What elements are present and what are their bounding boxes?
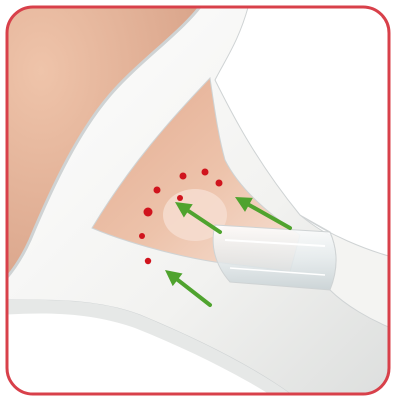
stimulation-dot-icon xyxy=(144,208,153,217)
stimulation-dot-icon xyxy=(177,195,183,201)
stimulation-dot-icon xyxy=(154,187,161,194)
stimulation-dot-icon xyxy=(216,180,223,187)
stimulation-dot-icon xyxy=(202,169,209,176)
funnel-tube xyxy=(213,225,336,290)
stimulation-dot-icon xyxy=(145,258,151,264)
stimulation-dot-icon xyxy=(139,233,145,239)
stimulation-dot-icon xyxy=(180,173,187,180)
